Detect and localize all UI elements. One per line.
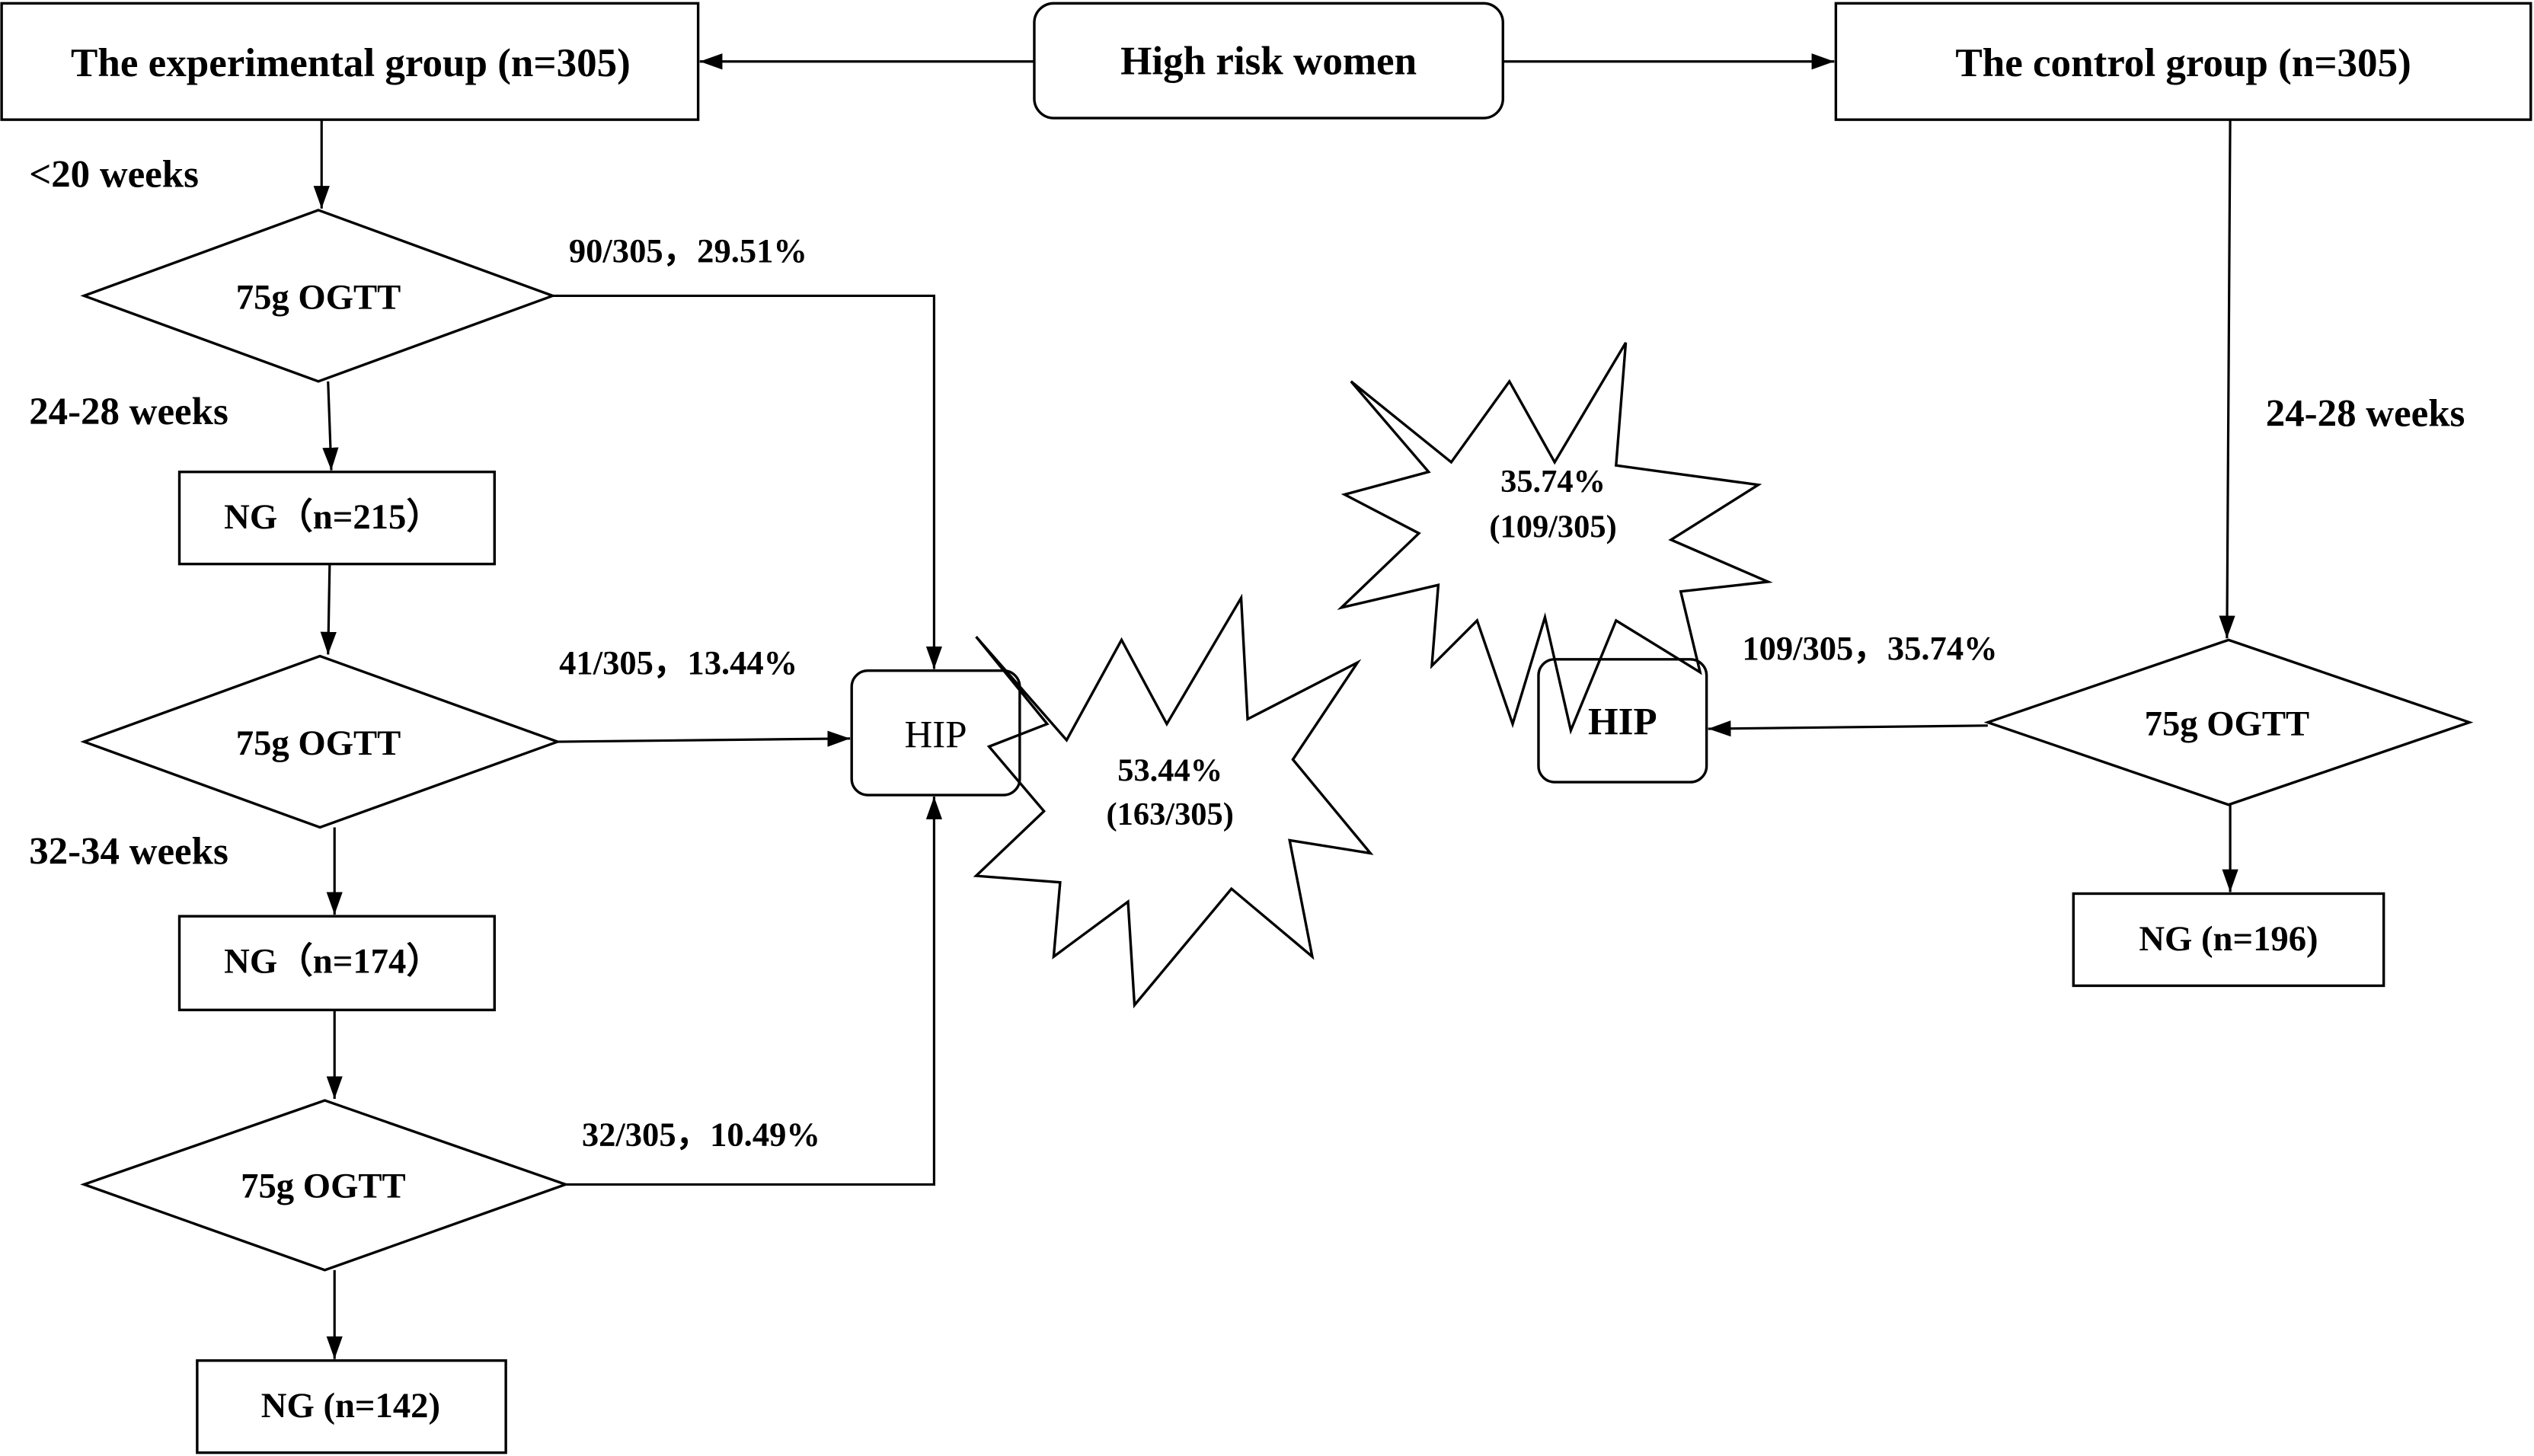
ng3-box (196, 1359, 507, 1454)
ogtt-decision-3 (80, 1099, 570, 1272)
control-ogtt-decision-label: 75g OGTT (2145, 704, 2309, 744)
control-group-label: The control group (n=305) (1955, 41, 2411, 85)
ogtt-decision-2 (80, 654, 562, 829)
control-total-starburst (1337, 342, 1773, 735)
control-hip-label: HIP (1588, 701, 1657, 744)
ogtt-decision-2-label: 75g OGTT (236, 723, 401, 763)
arrow-test2-to-hip (558, 730, 851, 747)
ng3-label: NG (n=142) (261, 1386, 440, 1426)
arrow-test1-to-hip (552, 294, 943, 669)
ogtt-decision-3-label: 75g OGTT (241, 1167, 405, 1206)
experimental-hip-label: HIP (905, 714, 967, 757)
ng1-label: NG（n=215） (224, 497, 442, 537)
control-hip-box (1537, 658, 1708, 784)
experimental-hip-box (850, 669, 1021, 797)
control-stage-label: 24-28 weeks (2266, 392, 2465, 435)
control-total-fraction: (109/305) (1489, 509, 1616, 544)
stage2-label: 24-28 weeks (29, 391, 228, 433)
high-risk-women-label: High risk women (1120, 40, 1417, 84)
control-total-percent: 35.74% (1500, 464, 1606, 500)
arrow-control-test-to-hip (1708, 720, 1988, 737)
control-group-box (1834, 2, 2532, 121)
control-ng-box (2072, 892, 2385, 988)
ng2-label: NG（n=174） (224, 942, 442, 982)
ogtt-decision-1-label: 75g OGTT (236, 278, 401, 318)
experimental-total-starburst (973, 593, 1374, 1009)
test1-result-label: 90/305，29.51% (569, 231, 807, 270)
arrow-test1-to-ng1 (322, 381, 339, 471)
test3-result-label: 32/305，10.49% (582, 1116, 820, 1154)
arrow-test3-to-hip (565, 797, 943, 1186)
experimental-total-percent: 53.44% (1117, 753, 1222, 789)
control-ogtt-decision (1983, 638, 2474, 806)
control-test-result-label: 109/305，35.74% (1742, 629, 1997, 667)
stage1-label: <20 weeks (29, 153, 199, 196)
experimental-group-box (0, 2, 700, 121)
experimental-group-label: The experimental group (n=305) (71, 41, 631, 85)
control-ng-label: NG (n=196) (2139, 919, 2318, 959)
stage3-label: 32-34 weeks (29, 830, 228, 873)
arrow-control-to-test (2219, 120, 2235, 639)
arrow-ng1-to-test2 (320, 564, 337, 655)
ng1-box (177, 470, 496, 566)
ng2-box (177, 915, 496, 1011)
test2-result-label: 41/305，13.44% (559, 643, 797, 682)
ogtt-decision-1 (80, 209, 557, 383)
experimental-total-fraction: (163/305) (1107, 797, 1234, 832)
